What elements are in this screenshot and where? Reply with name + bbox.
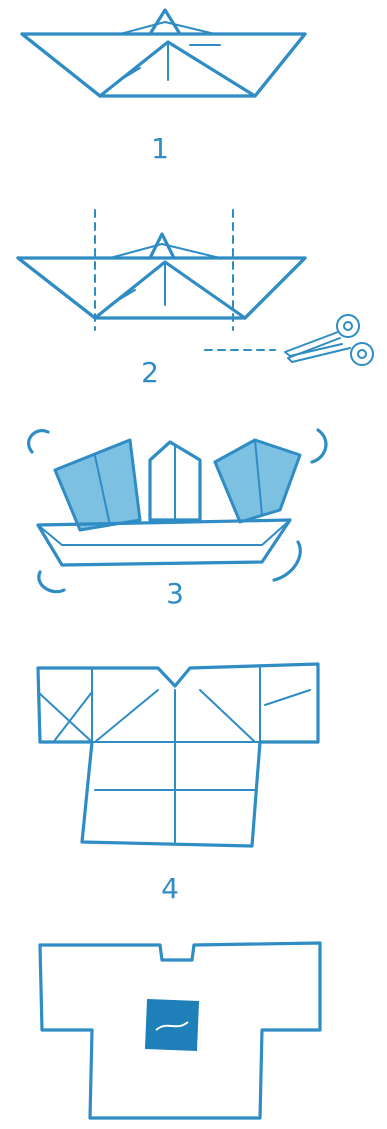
step-5-finished-shirt bbox=[40, 943, 320, 1118]
curved-arrow-icon bbox=[312, 430, 326, 462]
scissors-icon bbox=[285, 315, 373, 365]
step-2-boat bbox=[18, 210, 305, 330]
step-4-unfolded-shirt bbox=[38, 664, 318, 846]
step-number-4: 4 bbox=[161, 872, 179, 905]
step-1-boat bbox=[22, 10, 305, 96]
step-number-3: 3 bbox=[166, 577, 184, 610]
curved-arrow-icon bbox=[39, 572, 64, 592]
curved-arrow-icon bbox=[274, 542, 300, 580]
curved-arrow-icon bbox=[29, 431, 48, 452]
step-3-unfold bbox=[29, 430, 326, 592]
step-number-2: 2 bbox=[141, 356, 159, 389]
step-number-1: 1 bbox=[151, 132, 169, 165]
